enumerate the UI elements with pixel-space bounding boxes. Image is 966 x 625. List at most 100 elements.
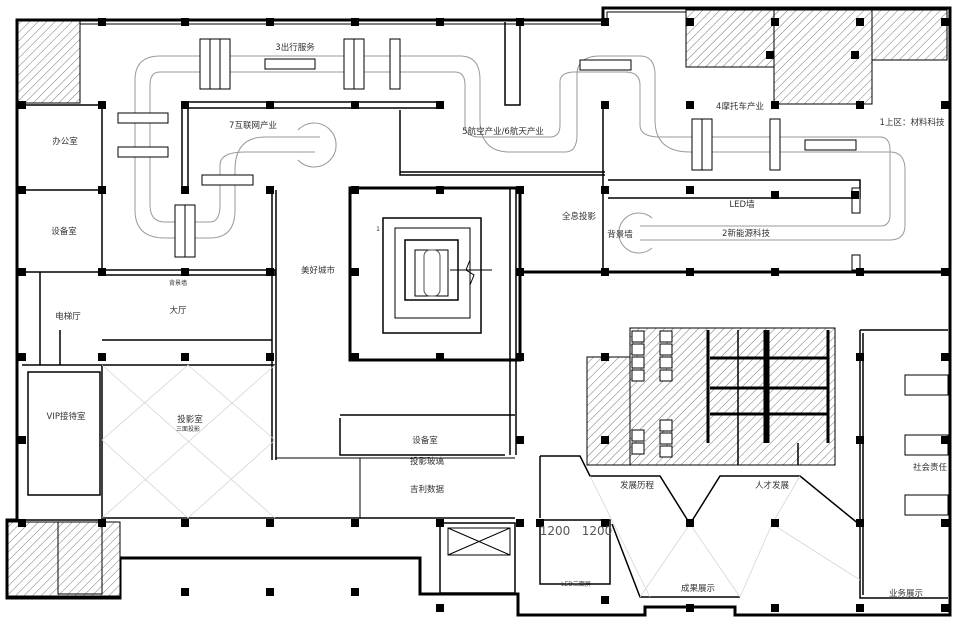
column (516, 519, 524, 527)
column (266, 268, 274, 276)
column (771, 519, 779, 527)
column (181, 186, 189, 194)
column (601, 519, 609, 527)
column (98, 353, 106, 361)
column (436, 101, 444, 109)
column (941, 101, 949, 109)
column (771, 604, 779, 612)
column (771, 191, 779, 199)
exhibition-walls (540, 455, 861, 598)
column (601, 436, 609, 444)
column (686, 604, 694, 612)
column (941, 353, 949, 361)
projection-room-lines (101, 364, 276, 519)
room-projection: 投影室 (177, 414, 203, 425)
zone-motorcycle: 4摩托车产业 (716, 101, 764, 112)
column (941, 519, 949, 527)
zone-talent: 人才发展 (755, 480, 790, 491)
restroom-partitions (631, 330, 830, 465)
column (686, 186, 694, 194)
column (436, 519, 444, 527)
dimension-right: 1200 (582, 524, 613, 538)
column (18, 186, 26, 194)
column (536, 519, 544, 527)
column (856, 436, 864, 444)
feature-led-three-screen: LED三面屏 (561, 581, 591, 588)
column (771, 268, 779, 276)
column (856, 101, 864, 109)
column (856, 519, 864, 527)
column (181, 353, 189, 361)
column (181, 588, 189, 596)
column (601, 18, 609, 26)
feature-marker: 1 (376, 226, 380, 233)
column (601, 186, 609, 194)
room-three-sided-projection: 三面投影 (176, 425, 200, 433)
structural-columns (18, 18, 949, 612)
column (851, 51, 859, 59)
column (436, 604, 444, 612)
column (941, 436, 949, 444)
zone-new-energy: 2新能源科技 (722, 228, 770, 239)
column (856, 268, 864, 276)
column (181, 268, 189, 276)
zone-history: 发展历程 (620, 480, 655, 491)
column (351, 18, 359, 26)
column (601, 268, 609, 276)
zone-achievements: 成果展示 (681, 583, 715, 594)
column (601, 353, 609, 361)
zone-travel-service: 3出行服务 (275, 42, 315, 53)
column (351, 519, 359, 527)
column (351, 186, 359, 194)
column (98, 101, 106, 109)
room-lobby: 大厅 (169, 305, 187, 316)
feature-projection-glass: 投影玻璃 (410, 456, 445, 467)
column (601, 101, 609, 109)
column (851, 191, 859, 199)
column (516, 18, 524, 26)
column (98, 268, 106, 276)
column (266, 101, 274, 109)
zone-geely-data: 吉利数据 (410, 484, 445, 495)
zone-internet-industry: 7互联网产业 (229, 120, 277, 131)
display-tracks (134, 55, 906, 254)
column (856, 604, 864, 612)
column (18, 519, 26, 527)
column (266, 186, 274, 194)
feature-backdrop-right: 背景墙 (607, 229, 633, 240)
column (98, 519, 106, 527)
service-areas (7, 9, 948, 597)
column (18, 101, 26, 109)
outer-wall (5, 6, 952, 617)
room-vip-reception: VIP接待室 (47, 411, 86, 422)
column (766, 51, 774, 59)
column (771, 101, 779, 109)
column (266, 18, 274, 26)
car-icon (423, 249, 441, 297)
feature-hologram: 全息投影 (562, 211, 597, 222)
room-office: 办公室 (52, 136, 78, 147)
column (686, 268, 694, 276)
column (181, 519, 189, 527)
column (181, 18, 189, 26)
column (516, 353, 524, 361)
dimension-left: 1200 (540, 524, 571, 538)
column (18, 436, 26, 444)
zone-business: 业务展示 (889, 588, 923, 599)
feature-led-wall: LED墙 (729, 199, 755, 210)
column (436, 186, 444, 194)
zone-aero-space: 5航空产业/6航天产业 (462, 126, 544, 137)
column (516, 436, 524, 444)
room-equipment-left: 设备室 (51, 226, 77, 237)
column (941, 18, 949, 26)
column (351, 101, 359, 109)
column (266, 588, 274, 596)
column (98, 186, 106, 194)
column (18, 268, 26, 276)
column (856, 353, 864, 361)
column (351, 268, 359, 276)
column (686, 18, 694, 26)
column (18, 353, 26, 361)
zone-social-responsibility: 社会责任 (913, 462, 948, 473)
car-display (382, 217, 492, 334)
